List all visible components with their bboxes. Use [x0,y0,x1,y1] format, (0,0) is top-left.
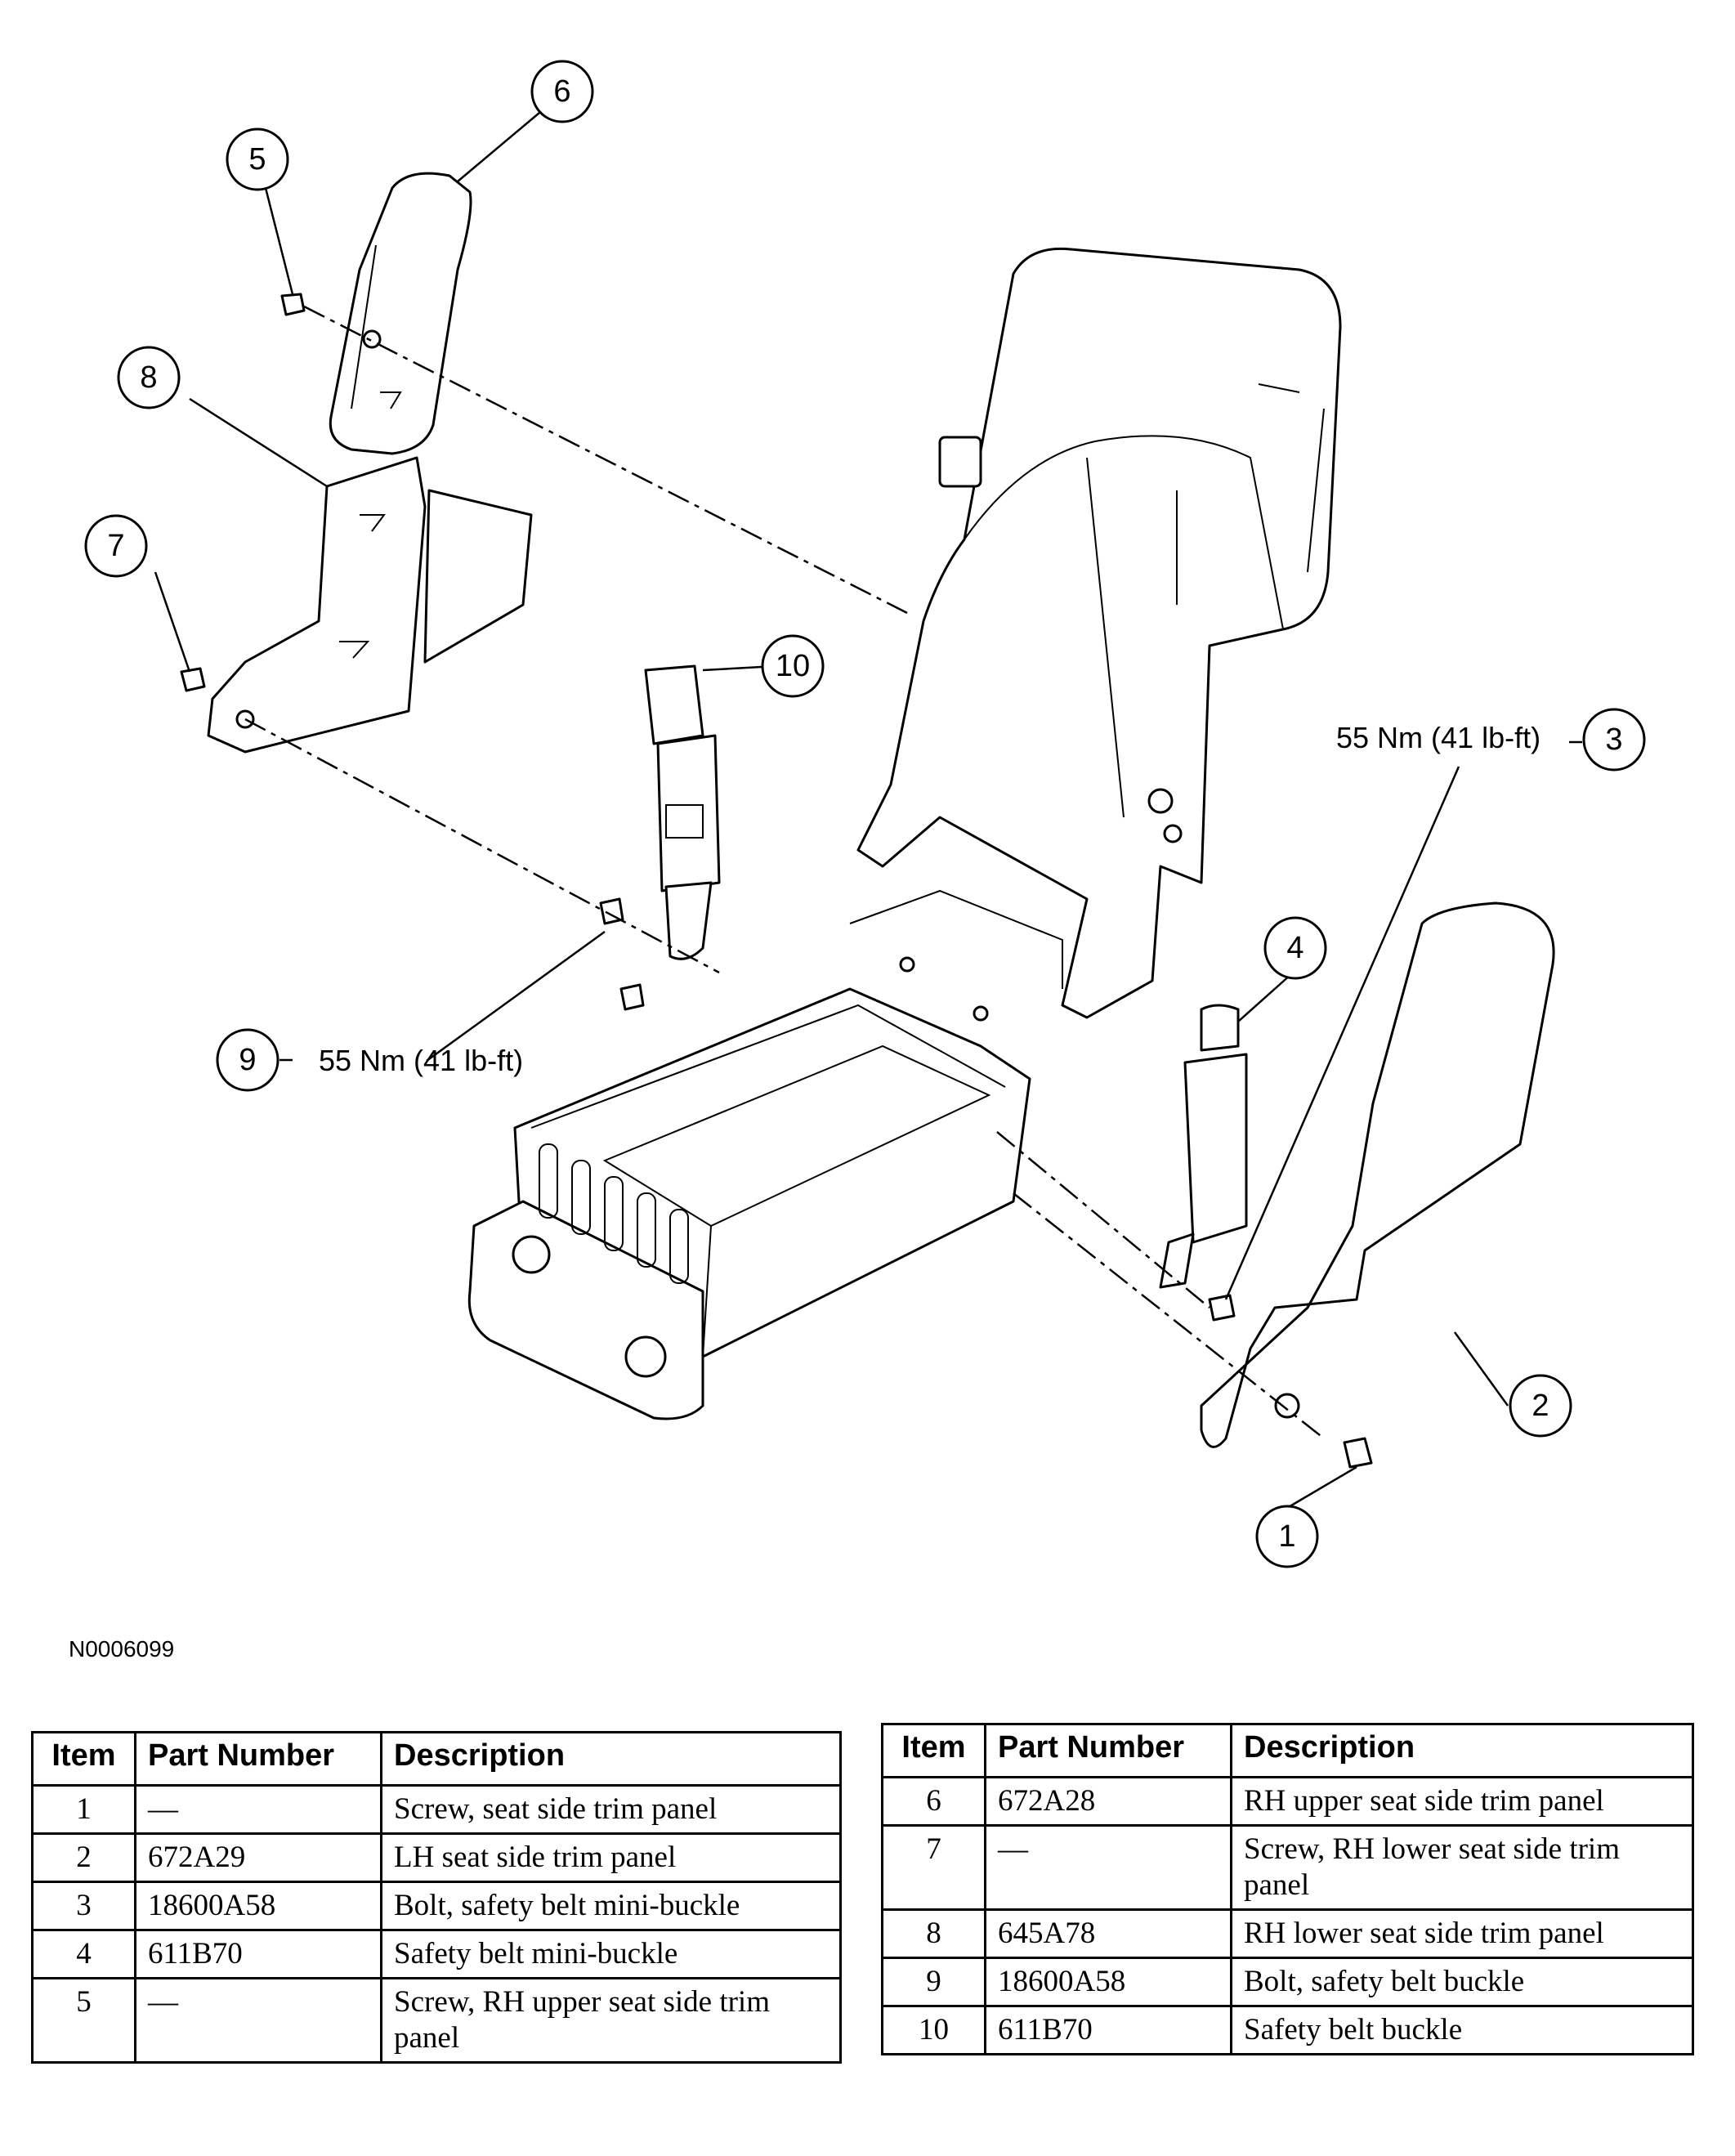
callout-3-label: 3 [1605,722,1622,757]
callout-2: 2 [1509,1374,1572,1438]
screw-item5 [280,293,306,316]
table-row: 5 — Screw, RH upper seat side trim panel [31,1977,842,2064]
header-item: Item [881,1723,986,1778]
table-row: 6 672A28 RH upper seat side trim panel [881,1776,1694,1827]
table-header-row: Item Part Number Description [881,1723,1694,1778]
row-item: 1 [31,1784,136,1835]
row-description: Screw, RH lower seat side trim panel [1230,1824,1694,1911]
row-part-number: 672A29 [134,1832,382,1883]
row-description: Screw, RH upper seat side trim panel [380,1977,842,2064]
callout-2-label: 2 [1532,1389,1549,1423]
row-description: Bolt, safety belt buckle [1230,1957,1694,2007]
callout-8-label: 8 [140,360,157,395]
table-header-row: Item Part Number Description [31,1731,842,1787]
callout-6: 6 [530,60,594,123]
callout-10-label: 10 [776,649,810,683]
rh-lower-trim-panel [207,456,533,754]
seat-back [856,247,1342,1019]
callout-3: 3 [1582,708,1646,772]
row-part-number: 18600A58 [984,1957,1232,2007]
callout-7-label: 7 [107,529,124,563]
row-part-number: — [134,1977,382,2064]
table-row: 7 — Screw, RH lower seat side trim panel [881,1824,1694,1911]
parts-table-right: Item Part Number Description 6 672A28 RH… [881,1723,1694,2055]
row-part-number: 611B70 [984,2005,1232,2055]
table-row: 2 672A29 LH seat side trim panel [31,1832,842,1883]
header-part-number: Part Number [984,1723,1232,1778]
row-description: LH seat side trim panel [380,1832,842,1883]
safety-belt-buckle [644,664,721,960]
bolt-item3 [1208,1294,1236,1322]
table-row: 10 611B70 Safety belt buckle [881,2005,1694,2055]
seat-cushion-frame [467,889,1063,1420]
parts-table-left: Item Part Number Description 1 — Screw, … [31,1731,842,2064]
callout-10: 10 [761,634,825,698]
callout-1-label: 1 [1278,1519,1295,1554]
exploded-view-diagram: 1 2 3 4 5 6 7 8 9 10 55 Nm (41 lb-ft) 55… [84,60,1646,1568]
bolts-item9 [599,897,645,1011]
table-row: 3 18600A58 Bolt, safety belt mini-buckle [31,1881,842,1931]
row-part-number: 672A28 [984,1776,1232,1827]
row-description: RH lower seat side trim panel [1230,1908,1694,1959]
alignment-lines [244,305,1325,1439]
row-part-number: 611B70 [134,1929,382,1979]
header-description: Description [1230,1723,1694,1778]
header-item: Item [31,1731,136,1787]
row-item: 9 [881,1957,986,2007]
callout-5-label: 5 [248,142,266,177]
torque-spec-item3: 55 Nm (41 lb-ft) [1336,721,1540,754]
row-item: 6 [881,1776,986,1827]
callout-1: 1 [1255,1505,1319,1568]
row-item: 7 [881,1824,986,1911]
safety-belt-mini-buckle [1159,1004,1248,1289]
screw-item1 [1343,1437,1373,1469]
torque-spec-item9: 55 Nm (41 lb-ft) [319,1044,523,1077]
row-item: 5 [31,1977,136,2064]
row-item: 3 [31,1881,136,1931]
row-part-number: — [134,1784,382,1835]
leader-lines [154,112,1582,1510]
table-row: 4 611B70 Safety belt mini-buckle [31,1929,842,1979]
screw-item7 [180,667,206,692]
row-item: 8 [881,1908,986,1959]
row-description: Bolt, safety belt mini-buckle [380,1881,842,1931]
table-row: 8 645A78 RH lower seat side trim panel [881,1908,1694,1959]
table-row: 9 18600A58 Bolt, safety belt buckle [881,1957,1694,2007]
callout-4: 4 [1263,916,1327,980]
row-description: Safety belt mini-buckle [380,1929,842,1979]
lh-seat-side-trim-panel [1200,901,1555,1448]
callout-9: 9 [216,1028,279,1092]
row-part-number: 645A78 [984,1908,1232,1959]
row-description: Screw, seat side trim panel [380,1784,842,1835]
row-part-number: 18600A58 [134,1881,382,1931]
row-item: 10 [881,2005,986,2055]
row-part-number: — [984,1824,1232,1911]
table-row: 1 — Screw, seat side trim panel [31,1784,842,1835]
callout-9-label: 9 [239,1043,256,1077]
row-description: RH upper seat side trim panel [1230,1776,1694,1827]
frame-slots [539,1143,689,1284]
callout-4-label: 4 [1286,931,1303,965]
callout-5: 5 [226,127,289,191]
rh-upper-trim-panel [329,172,472,455]
header-description: Description [380,1731,842,1787]
row-description: Safety belt buckle [1230,2005,1694,2055]
row-item: 2 [31,1832,136,1883]
row-item: 4 [31,1929,136,1979]
callout-8: 8 [117,346,181,409]
callout-7: 7 [84,514,148,578]
header-part-number: Part Number [134,1731,382,1787]
figure-id: N0006099 [69,1636,175,1662]
callout-6-label: 6 [553,74,570,109]
